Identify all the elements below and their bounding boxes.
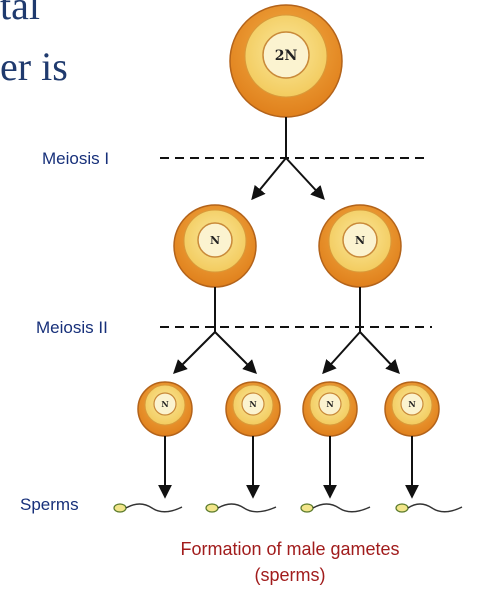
caption-line-1: Formation of male gametes — [180, 539, 399, 559]
spermatid-4-nucleus-label: N — [408, 399, 415, 409]
meiosis-1-label: Meiosis I — [42, 149, 109, 168]
spermatid-cell-2: N — [226, 382, 280, 436]
arrow-to-secondary-left — [253, 158, 286, 198]
caption-line-2: (sperms) — [255, 565, 326, 585]
sperm-4 — [396, 504, 462, 512]
spermatid-3-nucleus-label: N — [326, 399, 333, 409]
parent-nucleus-label: 2N — [275, 48, 298, 64]
spermatid-2-nucleus-label: N — [249, 399, 256, 409]
secondary-left-nucleus-label: N — [210, 234, 220, 247]
secondary-cell-left: N — [174, 205, 256, 287]
arrow-to-spermatid-3 — [324, 332, 360, 372]
arrow-to-secondary-right — [286, 158, 323, 198]
arrow-to-spermatid-1 — [175, 332, 215, 372]
spermatid-1-nucleus-label: N — [161, 399, 168, 409]
secondary-right-nucleus-label: N — [355, 234, 365, 247]
spermatid-cell-4: N — [385, 382, 439, 436]
arrow-to-spermatid-2 — [215, 332, 255, 372]
secondary-cell-right: N — [319, 205, 401, 287]
spermatid-cell-3: N — [303, 382, 357, 436]
sperm-1 — [114, 504, 182, 512]
spermatid-cell-1: N — [138, 382, 192, 436]
sperms-label: Sperms — [20, 495, 79, 514]
sperm-3 — [301, 504, 370, 512]
meiosis-2-label: Meiosis II — [36, 318, 108, 337]
sperm-2 — [206, 504, 276, 512]
arrow-to-spermatid-4 — [360, 332, 398, 372]
parent-cell-2n: 2N — [230, 5, 342, 117]
